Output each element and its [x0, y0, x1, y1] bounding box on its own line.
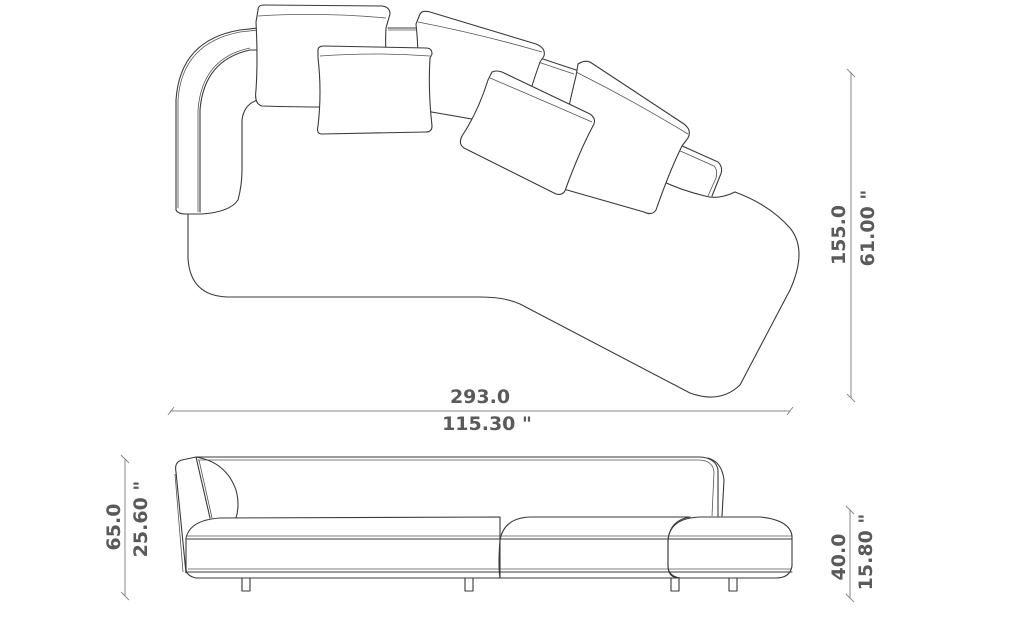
- backrest: [195, 456, 719, 517]
- seat-height-dimension: 40.0 15.80 ": [828, 505, 877, 603]
- top-view: [175, 4, 800, 398]
- seat-height-in-label: 15.80 ": [855, 514, 877, 591]
- depth-cm-label: 155.0: [828, 205, 850, 265]
- pillow-3: [316, 45, 433, 135]
- seat-outline: [187, 191, 800, 398]
- front-view: [174, 456, 793, 592]
- width-dimension: 293.0 115.30 ": [167, 386, 794, 435]
- width-in-label: 115.30 ": [442, 413, 532, 435]
- left-arm-outer: [175, 27, 259, 211]
- leg-1: [241, 577, 251, 592]
- left-arm: [175, 456, 211, 574]
- height-dimension: 65.0 25.60 ": [103, 454, 152, 601]
- seat-cushion-3: [667, 516, 793, 579]
- leg-4: [728, 577, 738, 592]
- left-arm-inner: [199, 49, 259, 213]
- pillow-5: [459, 70, 596, 195]
- seat-height-cm-label: 40.0: [828, 534, 850, 581]
- depth-in-label: 61.00 ": [857, 190, 879, 267]
- width-cm-label: 293.0: [450, 386, 510, 408]
- leg-2: [464, 577, 474, 592]
- depth-dimension: 155.0 61.00 ": [828, 68, 879, 403]
- height-cm-label: 65.0: [103, 504, 125, 551]
- height-in-label: 25.60 ": [130, 481, 152, 558]
- leg-3: [670, 577, 680, 592]
